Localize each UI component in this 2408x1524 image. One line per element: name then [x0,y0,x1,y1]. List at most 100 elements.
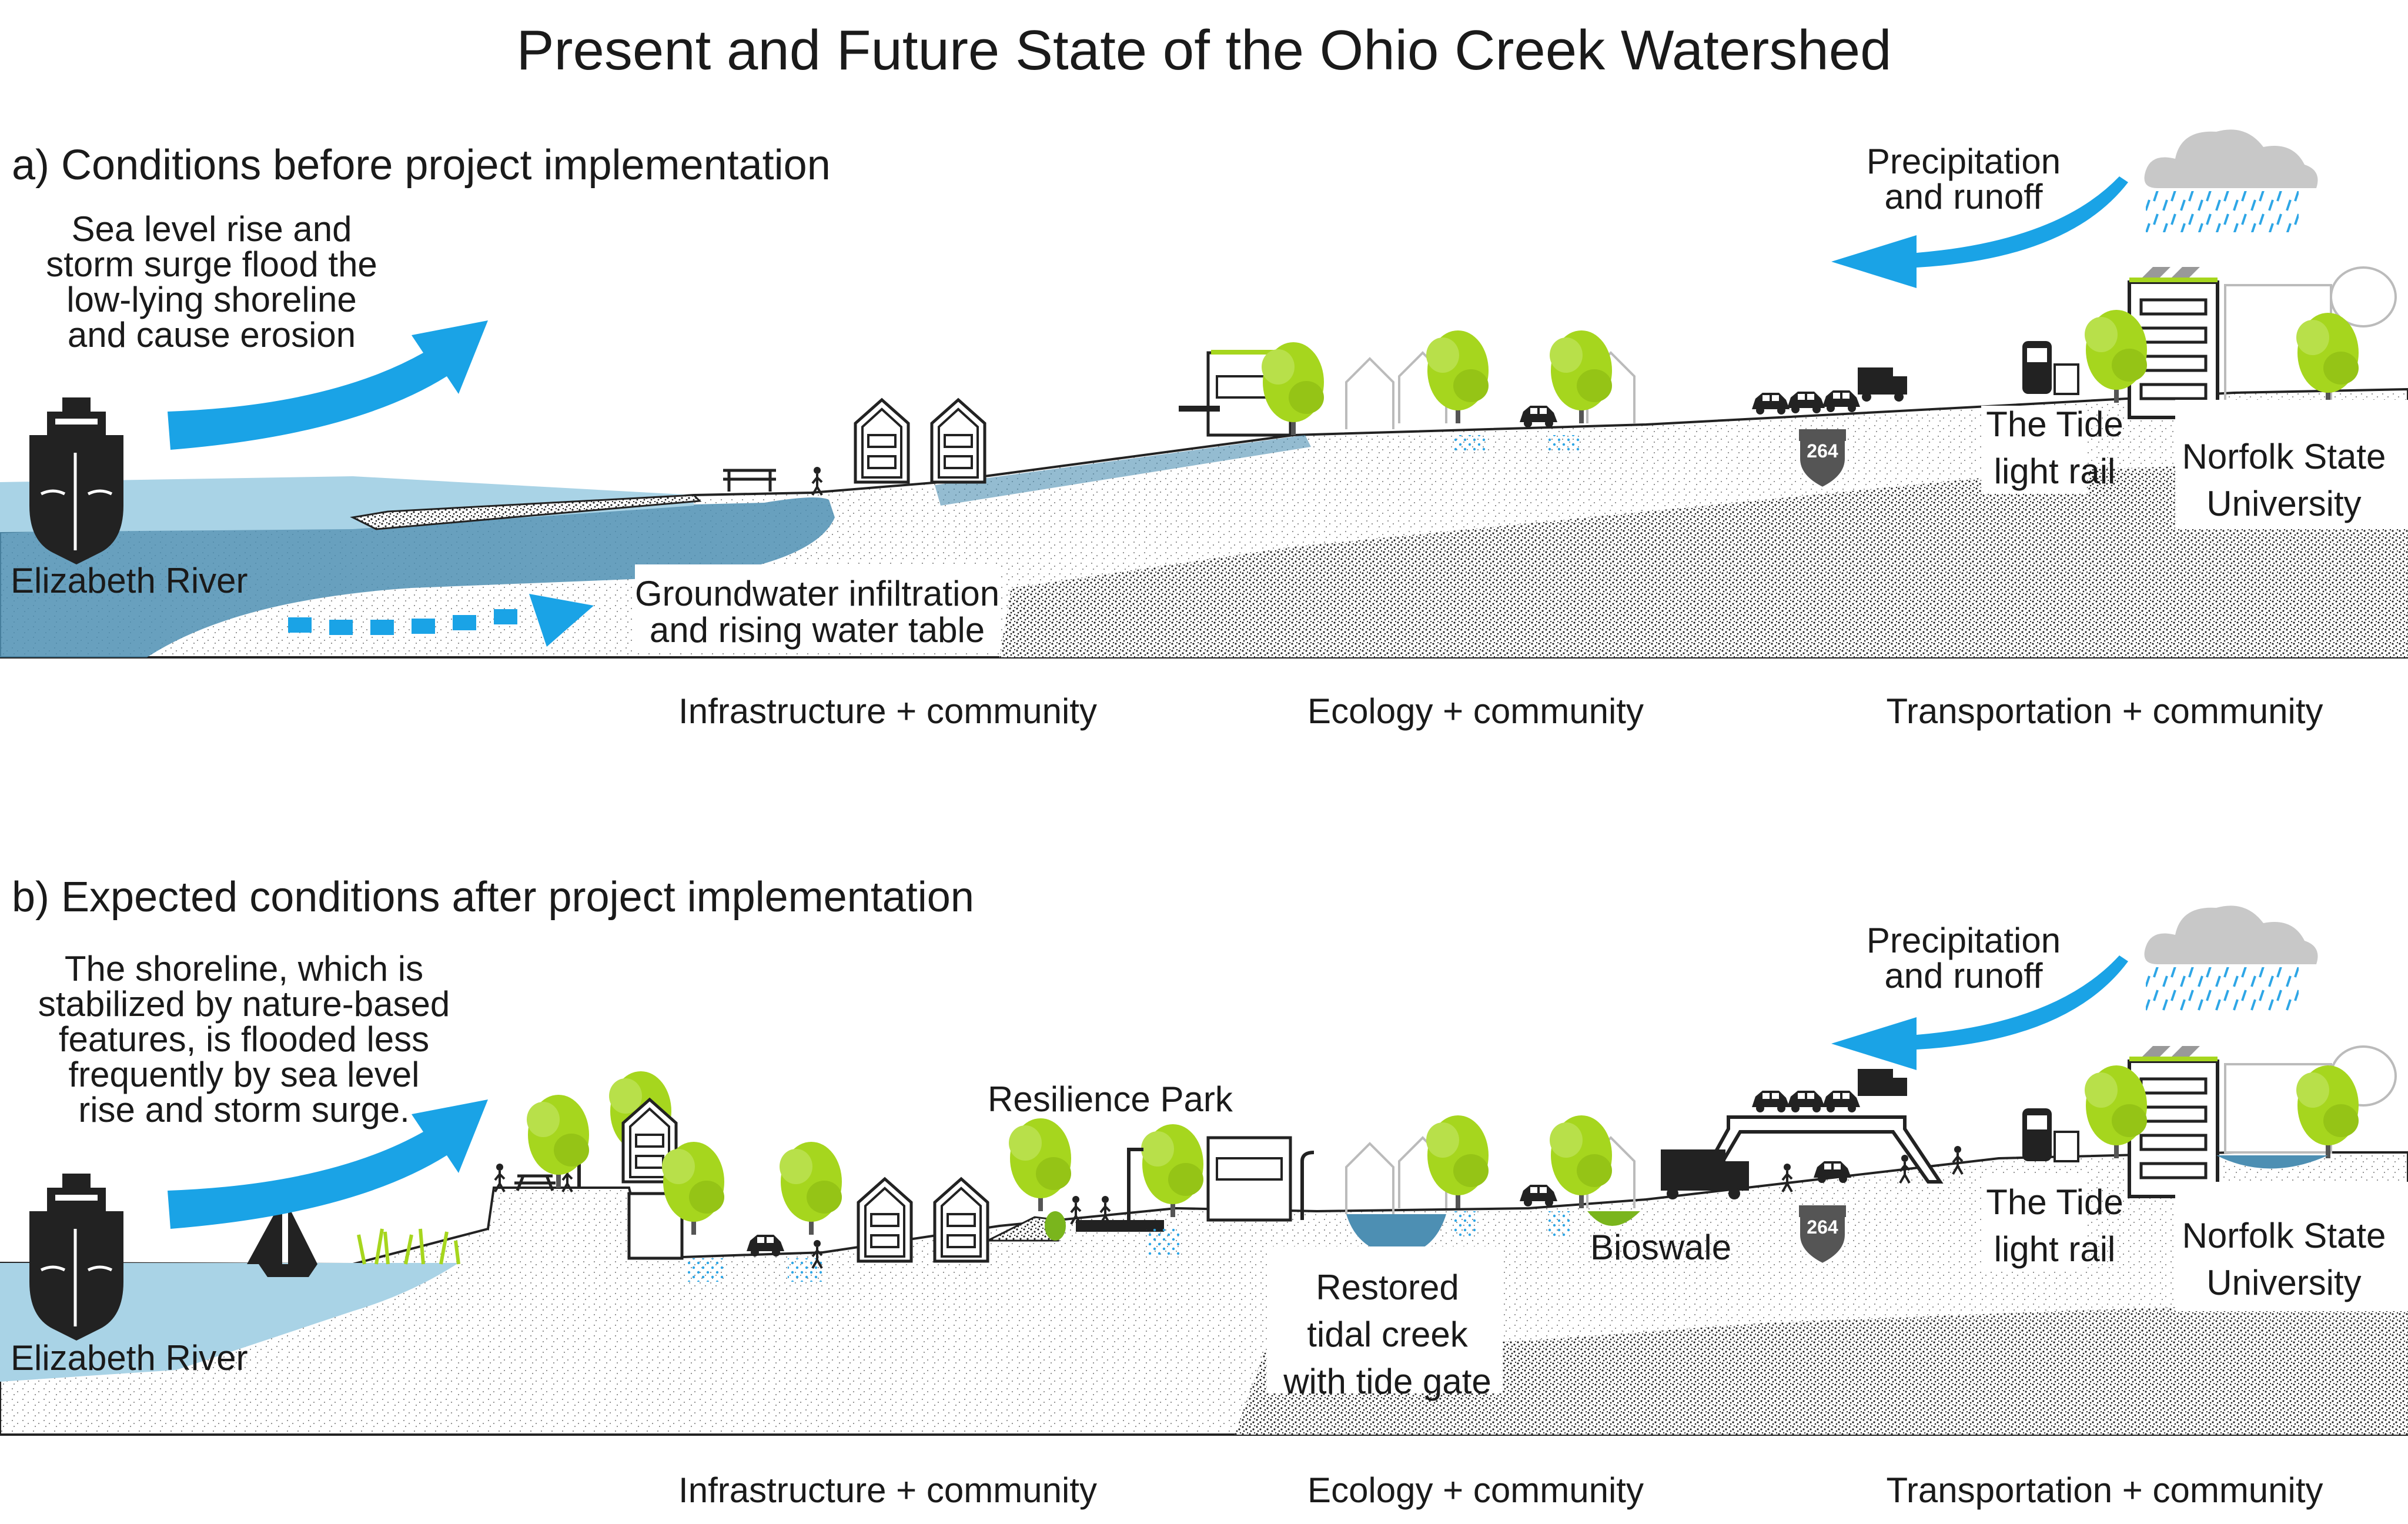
bioswale-channel [1587,1211,1640,1226]
rain-icon [2146,967,2299,1011]
pedestrian-icon [811,466,823,496]
interstate-number-a: 264 [1807,440,1838,462]
house-icon [935,1179,988,1261]
background-house-icon [1345,1142,1394,1215]
nsu-label-a-2: University [2206,484,2361,523]
car-icon [1520,406,1557,427]
rain-icon [2146,191,2299,232]
shoreline-line-5: rise and storm surge. [78,1090,410,1129]
tide-label-b-2: light rail [1994,1229,2116,1269]
background-house-icon [1345,357,1394,430]
shoreline-arrow-b [168,1099,488,1229]
car-icon [1752,393,1790,415]
car-icon [1822,1091,1860,1112]
nsu-label-bg-a [2175,400,2408,529]
bench-icon [723,469,776,492]
house-icon [932,400,985,482]
surge-line-3: low-lying shoreline [66,280,357,319]
infiltration-icon [1546,435,1581,453]
category-ecology-b: Ecology + community [1307,1470,1644,1510]
shoreline-line-1: The shoreline, which is [65,949,423,988]
panel-a-river [0,476,694,532]
tree-icon [1426,330,1489,423]
tree-icon [1550,1115,1612,1208]
car-icon [1787,392,1825,413]
panel-b-ground-dense [1235,1299,2408,1435]
panel-a-ground-dense [999,459,2408,657]
surge-line-4: and cause erosion [68,315,356,355]
truck-icon [1858,367,1907,402]
picnic-table-icon [514,1174,556,1191]
river-label-b: Elizabeth River [11,1338,248,1378]
tidal-creek [1346,1214,1446,1255]
groundwater-line-1: Groundwater infiltration [635,574,999,613]
panel-a-water-table [0,497,835,657]
tree-icon [1550,330,1612,423]
cloud-icon [2144,129,2318,188]
car-icon [1822,390,1860,412]
mixed-use-building-icon [1206,1136,1292,1222]
groundwater-label-bg [635,564,999,653]
panel-a-flood-sheet [935,435,1311,506]
tide-label-b-1: The Tide [1986,1182,2123,1222]
car-icon [1752,1091,1790,1112]
precip-label-b-1: Precipitation [1867,921,2061,960]
precip-label-b-2: and runoff [1884,956,2042,995]
category-infrastructure-b: Infrastructure + community [678,1470,1097,1510]
light-rail-icon [2022,1108,2079,1162]
surge-text-a: Sea level rise and storm surge flood the… [46,209,377,355]
tree-icon [1426,1115,1489,1208]
surge-line-2: storm surge flood the [46,245,377,284]
shrub-icon [1045,1211,1066,1241]
nsu-label-b-1: Norfolk State [2182,1216,2386,1255]
stilt-house-icon [855,400,908,482]
category-ecology-a: Ecology + community [1307,691,1644,731]
creek-label-2: tidal creek [1307,1315,1468,1354]
ship-icon [29,1174,123,1341]
car-icon [1520,1185,1557,1206]
category-transportation-b: Transportation + community [1886,1470,2323,1510]
park-label: Resilience Park [988,1080,1233,1119]
truck-icon [1858,1069,1907,1096]
light-rail-icon [2022,341,2079,395]
tree-icon [1009,1118,1071,1211]
court [1076,1220,1164,1232]
interstate-number-b: 264 [1807,1216,1838,1238]
precip-label-a-2: and runoff [1884,177,2042,216]
creek-label-3: with tide gate [1283,1362,1491,1401]
category-transportation-a: Transportation + community [1886,691,2323,731]
truck-icon [1661,1149,1749,1199]
marsh-grass-icon [357,1228,460,1265]
panel-a-seawall [350,494,702,530]
panel-b: b) Expected conditions after project imp… [0,874,2408,1510]
runoff-arrow-a [1831,176,2128,288]
runoff-arrow-b [1831,955,2128,1070]
bioretention-basin [2216,1155,2328,1169]
panel-a-heading: a) Conditions before project implementat… [12,142,831,189]
shoreline-line-3: features, is flooded less [59,1020,429,1059]
diagram-title: Present and Future State of the Ohio Cre… [516,19,1891,82]
nsu-label-b-2: University [2206,1263,2361,1302]
car-icon [1787,1091,1825,1112]
nsu-label-bg-b [2175,1182,2408,1311]
creek-label-1: Restored [1316,1268,1459,1307]
infiltration-icon [688,1258,723,1282]
creek-label-bg [1267,1246,1502,1393]
infiltration-icon [1146,1229,1182,1255]
tree-icon [2296,1065,2359,1158]
nsu-label-a-1: Norfolk State [2182,437,2386,476]
shoreline-line-4: frequently by sea level [68,1055,419,1094]
groundwater-arrow [288,594,594,647]
bioswale-label: Bioswale [1590,1228,1731,1267]
tide-label-a-2: light rail [1994,452,2116,491]
surge-line-1: Sea level rise and [72,209,352,249]
infiltration-icon [1452,1211,1476,1238]
infiltration-icon [1546,1211,1570,1238]
tide-label-a-1: The Tide [1986,405,2123,444]
groundwater-line-2: and rising water table [650,610,985,650]
surge-arrow-a [168,320,488,450]
panel-a: a) Conditions before project implementat… [0,129,2408,731]
precip-label-a-1: Precipitation [1867,142,2061,181]
cloud-icon [2144,905,2318,964]
